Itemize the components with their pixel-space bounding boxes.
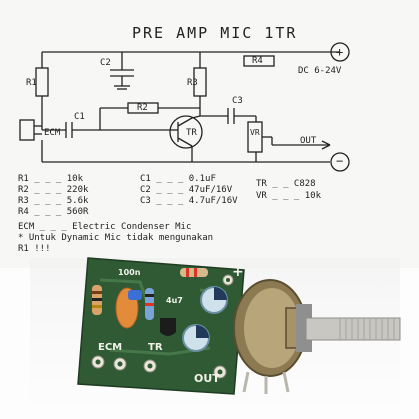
board-label-cap: 100n (118, 268, 141, 277)
label-r3: R3 (187, 78, 198, 88)
ecm-symbol (19, 119, 35, 141)
part-tr: TR _ _ C828 (256, 179, 316, 189)
part-vr: VR _ _ _ 10k (256, 191, 322, 201)
label-r4: R4 (252, 56, 263, 66)
label-tr: TR (186, 128, 197, 138)
label-r2: R2 (137, 103, 148, 113)
note-ecm: ECM _ _ _ Electric Condenser Mic (18, 222, 192, 232)
parts-col-mid: C1 _ _ _ 0.1uF C2 _ _ _ 47uF/16V C3 _ _ … (140, 174, 238, 207)
schematic-sheet (0, 0, 419, 268)
part-c3: C3 _ _ _ 4.7uF/16V (140, 196, 238, 206)
part-r2: R2 _ _ _ 220k (18, 185, 89, 195)
potentiometer-shaft (305, 317, 401, 341)
label-r1: R1 (26, 78, 37, 88)
transistor (160, 318, 176, 336)
label-c3: C3 (232, 96, 243, 106)
label-ecm: ECM (44, 128, 61, 138)
board-label-cap2: 4u7 (166, 296, 183, 305)
note-r1: R1 !!! (18, 244, 51, 254)
parts-col-right: TR _ _ C828 VR _ _ _ 10k (256, 178, 321, 202)
plus-terminal (330, 42, 350, 62)
part-c2: C2 _ _ _ 47uF/16V (140, 185, 233, 195)
minus-terminal (330, 152, 350, 172)
r4-symbol (243, 55, 275, 67)
label-minus: − (336, 154, 344, 168)
part-c1: C1 _ _ _ 0.1uF (140, 174, 216, 184)
part-r1: R1 _ _ _ 10k (18, 174, 84, 184)
transistor-symbol (169, 115, 203, 149)
schematic-diagram (19, 42, 350, 172)
board-label-tr: TR (148, 342, 163, 353)
board-label-ecm: ECM (98, 342, 123, 353)
parts-col-left: R1 _ _ _ 10k R2 _ _ _ 220k R3 _ _ _ 5.6k… (18, 174, 88, 218)
label-vr: VR (250, 128, 260, 137)
label-c2: C2 (100, 58, 111, 68)
part-r4: R4 _ _ _ 560R (18, 207, 89, 217)
label-out: OUT (300, 136, 317, 146)
schematic-title: PRE AMP MIC 1TR (132, 24, 298, 42)
label-dc: DC 6-24V (298, 66, 342, 76)
notes: ECM _ _ _ Electric Condenser Mic * Untuk… (18, 222, 213, 255)
board-label-out: OUT (194, 372, 220, 385)
board-label-plus: + (232, 264, 244, 280)
note-dynamic: * Untuk Dynamic Mic tidak mengunakan (18, 233, 214, 243)
part-r3: R3 _ _ _ 5.6k (18, 196, 89, 206)
label-plus: + (336, 45, 344, 59)
label-c1: C1 (74, 112, 85, 122)
blue-capacitor (128, 290, 142, 300)
